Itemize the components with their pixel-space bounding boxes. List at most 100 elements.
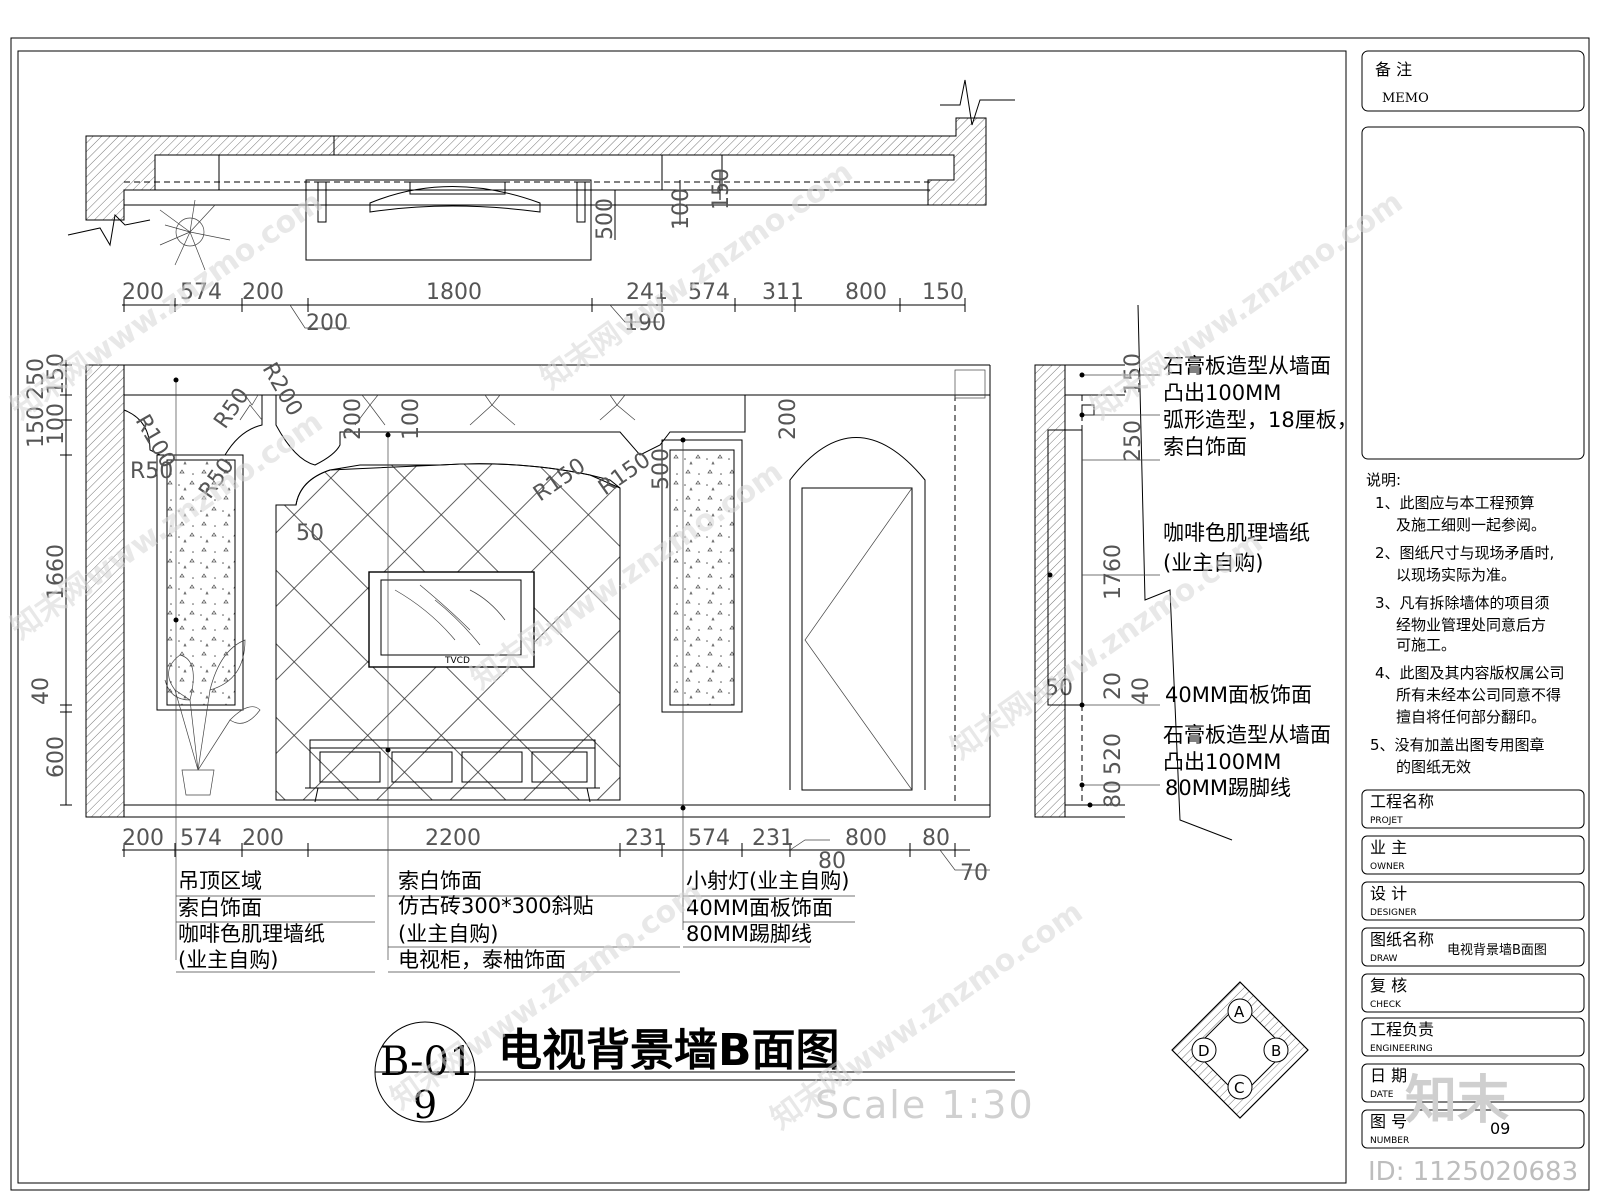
svg-text:40MM面板饰面: 40MM面板饰面 [686, 896, 833, 920]
svg-text:经物业管理处同意后方: 经物业管理处同意后方 [1396, 616, 1546, 634]
main-title: 电视背景墙B面图 [498, 1025, 840, 1076]
svg-text:DATE: DATE [1370, 1090, 1394, 1100]
elevation-view: TVCD [60, 360, 991, 960]
scale-text: Scale 1:30 [815, 1083, 1035, 1127]
title-block: 备 注 MEMO 说明: 1、此图应与本工程预算 及施工细则一起参阅。 2、图纸… [1361, 50, 1585, 1149]
svg-text:图 号: 图 号 [1370, 1112, 1407, 1131]
svg-text:CHECK: CHECK [1370, 1000, 1402, 1010]
svg-text:574: 574 [180, 280, 222, 305]
svg-text:凸出100MM: 凸出100MM [1163, 381, 1281, 405]
svg-text:1、此图应与本工程预算: 1、此图应与本工程预算 [1375, 494, 1535, 512]
svg-text:石膏板造型从墙面: 石膏板造型从墙面 [1163, 723, 1331, 747]
svg-text:咖啡色肌理墙纸: 咖啡色肌理墙纸 [178, 922, 325, 946]
svg-text:业 主: 业 主 [1370, 838, 1407, 857]
sheet-outer-border [10, 37, 1590, 1191]
svg-text:索白饰面: 索白饰面 [1163, 435, 1247, 459]
svg-text:2、图纸尺寸与现场矛盾时,: 2、图纸尺寸与现场矛盾时, [1375, 544, 1554, 562]
svg-text:80: 80 [818, 849, 846, 874]
svg-text:吊顶区域: 吊顶区域 [178, 869, 262, 893]
svg-text:500: 500 [649, 448, 674, 490]
svg-text:工程负责: 工程负责 [1370, 1020, 1434, 1039]
svg-text:PROJET: PROJET [1370, 816, 1403, 826]
svg-text:190: 190 [624, 311, 666, 336]
svg-text:80MM踢脚线: 80MM踢脚线 [1165, 776, 1291, 800]
svg-text:4、此图及其内容版权属公司: 4、此图及其内容版权属公司 [1375, 664, 1565, 682]
svg-text:241: 241 [626, 280, 668, 305]
svg-text:所有未经本公司同意不得: 所有未经本公司同意不得 [1396, 686, 1561, 704]
svg-text:的图纸无效: 的图纸无效 [1396, 758, 1471, 776]
svg-text:ENGINEERING: ENGINEERING [1370, 1044, 1433, 1054]
svg-text:20: 20 [1101, 672, 1126, 700]
svg-text:知末网www.znzmo.com: 知末网www.znzmo.com [535, 155, 860, 397]
svg-text:石膏板造型从墙面: 石膏板造型从墙面 [1163, 354, 1331, 378]
svg-text:3、凡有拆除墙体的项目须: 3、凡有拆除墙体的项目须 [1375, 594, 1550, 612]
svg-text:150: 150 [24, 406, 49, 448]
notes-list: 说明: 1、此图应与本工程预算 及施工细则一起参阅。 2、图纸尺寸与现场矛盾时,… [1366, 471, 1565, 776]
svg-text:40: 40 [29, 677, 54, 705]
svg-text:250: 250 [1121, 420, 1146, 462]
svg-text:200: 200 [306, 311, 348, 336]
svg-text:231: 231 [625, 826, 667, 851]
svg-text:50: 50 [296, 521, 324, 546]
title-block-fields: 工程名称 PROJET 业 主 OWNER 设 计 DESIGNER 图纸名称 … [1361, 789, 1585, 1149]
plan-dimension-row1: 200 574 200 1800 241 574 311 800 150 200… [122, 168, 964, 336]
svg-text:咖啡色肌理墙纸: 咖啡色肌理墙纸 [1163, 521, 1310, 545]
svg-text:574: 574 [180, 826, 222, 851]
memo-en: MEMO [1382, 91, 1429, 106]
section-dimensions: 150 250 1760 20 40 520 80 [1101, 353, 1154, 808]
svg-text:DESIGNER: DESIGNER [1370, 908, 1417, 918]
svg-text:200: 200 [341, 398, 366, 440]
svg-text:(业主自购): (业主自购) [1163, 551, 1263, 575]
svg-text:DRAW: DRAW [1370, 954, 1397, 964]
svg-text:40MM面板饰面: 40MM面板饰面 [1165, 683, 1312, 707]
sheet-code-top: B-01 [380, 1039, 475, 1085]
compass-symbol: A B C D [1171, 981, 1309, 1119]
section-callouts: 石膏板造型从墙面 凸出100MM 弧形造型，18厘板， 索白饰面 咖啡色肌理墙纸… [1163, 354, 1358, 800]
svg-text:以现场实际为准。: 以现场实际为准。 [1396, 566, 1516, 584]
svg-text:150: 150 [922, 280, 964, 305]
svg-text:80: 80 [922, 826, 950, 851]
sheet-code-bottom: 9 [413, 1083, 437, 1127]
svg-text:擅自将任何部分翻印。: 擅自将任何部分翻印。 [1396, 708, 1546, 726]
svg-text:电视柜，泰柚饰面: 电视柜，泰柚饰面 [398, 948, 566, 972]
svg-text:索白饰面: 索白饰面 [178, 896, 262, 920]
svg-text:200: 200 [776, 398, 801, 440]
svg-text:600: 600 [44, 736, 69, 778]
svg-text:仿古砖300*300斜贴: 仿古砖300*300斜贴 [398, 894, 594, 918]
svg-text:100: 100 [669, 188, 694, 230]
svg-text:1760: 1760 [1101, 544, 1126, 600]
svg-text:复 核: 复 核 [1370, 976, 1407, 995]
svg-text:800: 800 [845, 826, 887, 851]
drawing-name-value: 电视背景墙B面图 [1447, 943, 1547, 958]
svg-text:D: D [1198, 1042, 1210, 1060]
svg-text:小射灯(业主自购): 小射灯(业主自购) [686, 869, 849, 893]
svg-text:500: 500 [593, 198, 618, 240]
svg-text:A: A [1234, 1003, 1245, 1021]
svg-text:520: 520 [1101, 733, 1126, 775]
svg-text:200: 200 [242, 826, 284, 851]
drawing-title: B-01 9 电视背景墙B面图 Scale 1:30 [374, 1021, 1035, 1127]
svg-text:说明:: 说明: [1366, 471, 1401, 489]
svg-text:150: 150 [709, 168, 734, 210]
svg-text:2200: 2200 [425, 826, 481, 851]
svg-text:OWNER: OWNER [1370, 862, 1405, 872]
svg-text:5、没有加盖出图专用图章: 5、没有加盖出图专用图章 [1370, 736, 1545, 754]
svg-text:1660: 1660 [44, 544, 69, 600]
svg-text:及施工细则一起参阅。: 及施工细则一起参阅。 [1396, 516, 1546, 534]
svg-text:80MM踢脚线: 80MM踢脚线 [686, 922, 812, 946]
svg-text:(业主自购): (业主自购) [398, 922, 498, 946]
svg-text:70: 70 [960, 861, 988, 886]
svg-text:图纸名称: 图纸名称 [1370, 930, 1434, 949]
svg-text:索白饰面: 索白饰面 [398, 869, 482, 893]
svg-text:弧形造型，18厘板，: 弧形造型，18厘板， [1163, 408, 1358, 432]
svg-text:40: 40 [1129, 677, 1154, 705]
section-view [1034, 304, 1233, 841]
svg-text:凸出100MM: 凸出100MM [1163, 750, 1281, 774]
svg-text:231: 231 [752, 826, 794, 851]
svg-text:R150: R150 [594, 448, 655, 501]
svg-text:250: 250 [24, 358, 49, 400]
svg-text:80: 80 [1101, 780, 1126, 808]
svg-text:NUMBER: NUMBER [1370, 1136, 1409, 1146]
svg-text:工程名称: 工程名称 [1370, 792, 1434, 811]
